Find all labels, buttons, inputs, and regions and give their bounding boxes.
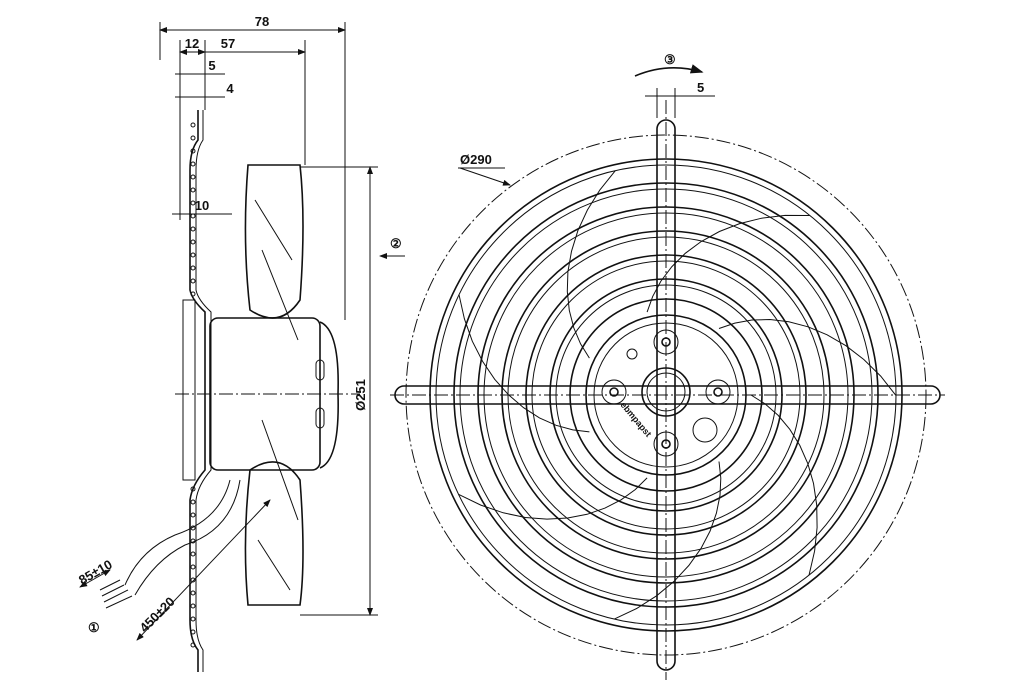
plate-rivet — [190, 603, 196, 609]
plate-rivet — [190, 265, 196, 271]
plate-rivet — [190, 590, 196, 596]
plate-rivet — [190, 122, 196, 128]
dim-cable-length: 450±20 — [137, 594, 178, 635]
plate-rivet — [190, 291, 196, 297]
mounting-bolt — [653, 431, 679, 457]
plate-rivet — [190, 135, 196, 141]
plate-rivet — [190, 252, 196, 258]
plate-rivet — [190, 226, 196, 232]
plate-rivet — [190, 551, 196, 557]
airflow-marker: ② — [390, 236, 402, 251]
impeller-blades — [458, 170, 897, 620]
mounting-bolt — [653, 329, 679, 355]
impeller-blade-edge — [718, 318, 897, 396]
brand-logo: ebmpapst — [618, 400, 653, 439]
plate-rivet — [190, 512, 196, 518]
impeller-blade-edge — [750, 394, 818, 576]
dim-impeller-diameter: Ø251 — [353, 379, 368, 411]
motor-hub-front — [585, 314, 747, 476]
cable-marker: ① — [88, 620, 100, 635]
rotation-marker: ③ — [664, 52, 676, 67]
plate-rivet — [190, 239, 196, 245]
plate-rivet — [190, 564, 196, 570]
plate-rivet — [190, 278, 196, 284]
plate-rivet — [190, 213, 196, 219]
mounting-bolt — [705, 379, 731, 405]
dim-guard-diameter: Ø290 — [460, 152, 492, 167]
plate-rivet — [190, 187, 196, 193]
plate-rivet — [190, 486, 196, 492]
plate-rivet — [190, 174, 196, 180]
dim-strip-length: 85±10 — [76, 557, 115, 588]
impeller-blade-bottom — [244, 461, 304, 606]
shaft-bore — [641, 367, 691, 417]
dim-bar-width: 5 — [697, 80, 704, 95]
mounting-bolt-hole — [713, 387, 723, 397]
plate-rivet — [190, 499, 196, 505]
plate-rivet — [190, 161, 196, 167]
dim-plate-a: 5 — [208, 58, 215, 73]
side-view: 78 12 57 5 4 10 Ø251 ② — [76, 14, 405, 672]
plate-rivet — [190, 616, 196, 622]
impeller-blade-edge — [566, 170, 616, 359]
dim-flange: 10 — [195, 198, 209, 213]
mounting-bolt-hole — [609, 387, 619, 397]
cable — [124, 479, 231, 586]
impeller-blade-top — [244, 164, 304, 319]
impeller-blade-edge — [458, 477, 648, 520]
front-view: ebmpapst ③ 5 Ø290 — [390, 52, 945, 680]
plate-rivet — [190, 148, 196, 154]
plate-rivet — [190, 200, 196, 206]
impeller-blade-edge — [646, 214, 810, 313]
impeller-blade-edge — [614, 461, 722, 620]
dim-impeller-depth: 57 — [221, 36, 235, 51]
mounting-plate — [189, 110, 206, 672]
mounting-bolt-hole — [661, 439, 671, 449]
dim-overall-depth: 78 — [255, 14, 269, 29]
plate-rivet — [190, 642, 196, 648]
rotation-arrow-icon — [634, 64, 704, 77]
mounting-bolt-hole — [661, 337, 671, 347]
mounting-bolt — [601, 379, 627, 405]
dim-guard-offset: 12 — [185, 36, 199, 51]
dim-plate-b: 4 — [226, 81, 234, 96]
